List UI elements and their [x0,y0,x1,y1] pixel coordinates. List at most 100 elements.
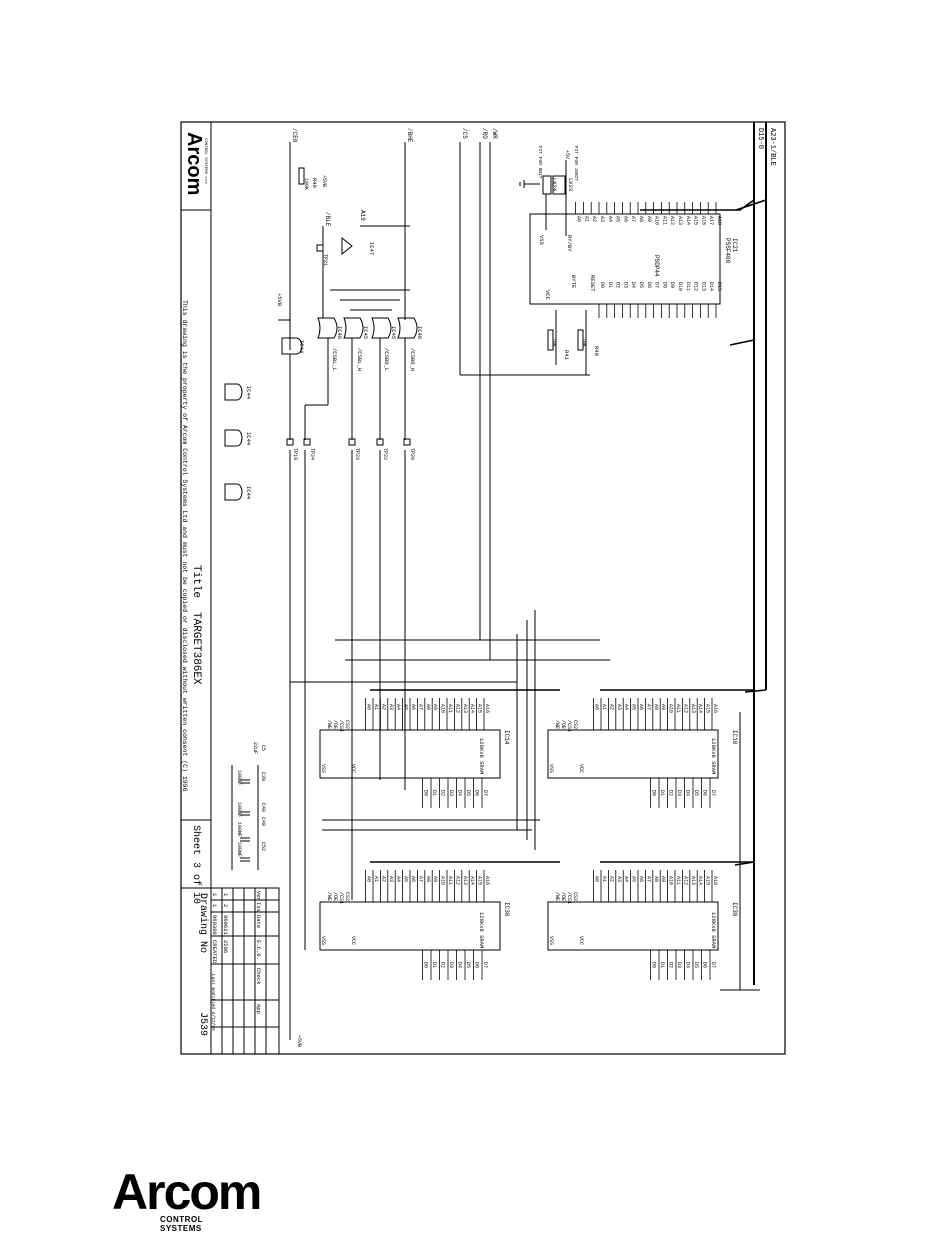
ic21-pin-a2: A2 [591,216,597,222]
test-point-tp24 [303,438,311,446]
ic14-pin-a15: A15 [477,704,483,713]
svg-text:C52: C52 [260,842,266,851]
svg-text:RESET: RESET [589,275,596,292]
svg-text:VCC: VCC [544,290,551,301]
ic10-pin-d1: D1 [659,790,665,796]
svg-text:PSOP44: PSOP44 [653,255,660,277]
ic36-pin-d4: D4 [457,962,463,968]
ic14-pin-a6: A6 [410,704,416,710]
svg-text:/CS: /CS [461,128,468,139]
ic36-pin-d6: D6 [474,962,480,968]
ic36-pin-a2: A2 [380,876,386,882]
ic36-pin-d5: D5 [465,962,471,968]
svg-text:IC14: IC14 [503,730,510,745]
ic39-pin-a13: A13 [690,876,696,885]
ic14-pin-a12: A12 [454,704,460,713]
ic36-pin-d3: D3 [448,962,454,968]
ic21-pin-a13: A13 [677,216,683,225]
ic39-pin-d7: D7 [710,962,716,968]
bus-label-addr: A23-1/BLE [768,128,776,166]
rev-r2-eco: CREATED [211,940,218,964]
ic14-sram: IC14 128Kx8 SRAM [319,729,510,779]
ic21-pin-d6: D6 [646,282,652,288]
svg-text:+5VB: +5VB [276,293,283,307]
title-label: Title [190,565,202,598]
svg-text:FIT FOR 16BIT: FIT FOR 16BIT [573,146,579,181]
ic39-pin-a1: A1 [601,876,607,882]
svg-text:A19: A19 [359,210,366,221]
svg-text:100NF: 100NF [236,822,242,837]
ic14-pin-ctrl-0: CS2 [344,720,350,729]
svg-text:C40: C40 [260,803,266,812]
ic21-pin-a14: A14 [685,216,691,225]
ic10-pin-a11: A11 [675,704,681,713]
ic21-pin-a11: A11 [661,216,667,225]
ic14-pin-a13: A13 [462,704,468,713]
ic14-pin-d2: D2 [440,790,446,796]
ic21-pin-d5: D5 [638,282,644,288]
ic21-pin-d14: D14 [708,282,714,291]
arcom-logo-small: Arcom [183,132,205,195]
ic14-pin-d0: D0 [423,790,429,796]
svg-text:C5: C5 [260,745,266,751]
ic21-pin-a18: A18 [716,216,722,225]
svg-text:/WR: /WR [491,128,498,139]
resistors [298,167,587,375]
ic36-pin-a9: A9 [432,876,438,882]
ic39-pin-ctrl-1: /CS1 [566,892,572,904]
ic36-sram: IC36 128Kx8 SRAM [319,901,510,951]
ic21-pin-d12: D12 [693,282,699,291]
ic21-pin-d1: D1 [607,282,613,288]
ic14-pin-d4: D4 [457,790,463,796]
ic10-pin-vcc: VCC [578,764,584,773]
gate-labels: IC46 IC45 IC45 IC46 IC44 IC47 IC44 IC44 … [245,242,423,500]
ic10-pin-a4: A4 [623,704,629,710]
ic14-pin-a9: A9 [432,704,438,710]
test-point-label-tp23: TP23 [354,448,360,460]
ic39-pin-a6: A6 [638,876,644,882]
ic36-pin-a10: A10 [440,876,446,885]
ic39-pin-d5: D5 [693,962,699,968]
ic14-pin-a11: A11 [447,704,453,713]
bus-label-data: D15-0 [756,128,764,149]
rev-h-ver: Ver [255,891,262,901]
rev-r1-eco: 2206 [222,940,229,953]
test-point-tp22 [376,438,384,446]
arcom-footer-logo: Arcom CONTROL SYSTEMS [112,1167,262,1233]
test-point-tp19 [286,438,294,446]
test-point-tp21 [316,244,324,252]
ic36-pin-a0: A0 [366,876,372,882]
svg-text:/CE0: /CE0 [291,128,298,143]
svg-text:IC39: IC39 [731,902,738,917]
ic21-pin-a9: A9 [646,216,652,222]
svg-text:100NF: 100NF [236,770,242,785]
ic39-pin-a9: A9 [660,876,666,882]
ic10-pin-a13: A13 [690,704,696,713]
ic39-pin-a0: A0 [594,876,600,882]
ic10-pin-a15: A15 [705,704,711,713]
ic36-pin-ctrl-3: /WE [326,892,332,901]
ic36-pin-a4: A4 [395,876,401,882]
arcom-logo-small-sub: CONTROL SYSTEMS Ltd [203,138,208,184]
ic36-pin-ctrl-0: CS2 [344,892,350,901]
ic36-pin-a11: A11 [447,876,453,885]
ic36-pin-d7: D7 [482,962,488,968]
title-block [181,122,280,1055]
ic10-pin-d4: D4 [685,790,691,796]
ic10-pin-a3: A3 [616,704,622,710]
svg-text:+5VB: +5VB [321,175,327,187]
link-jumpers [519,160,567,236]
ic14-pin-a14: A14 [469,704,475,713]
test-point-label-tp24: TP24 [309,448,315,460]
revision-table: Ver Iss Date E.C.O. Check App 1 2 960621… [211,891,262,1014]
svg-text:10K: 10K [551,338,557,347]
ic21-pin-a5: A5 [615,216,621,222]
ic10-pin-d6: D6 [702,790,708,796]
disclaimer-text: This drawing is the property of Arcom Co… [181,300,188,792]
rev-h-check: Check [255,968,262,985]
svg-text:LK24: LK24 [551,178,558,192]
ic21-pin-a1: A1 [583,216,589,222]
sram-pins: A16A15A14A13A12A11A10A9A8A7A6A5A4A3A2A1A… [320,698,718,980]
